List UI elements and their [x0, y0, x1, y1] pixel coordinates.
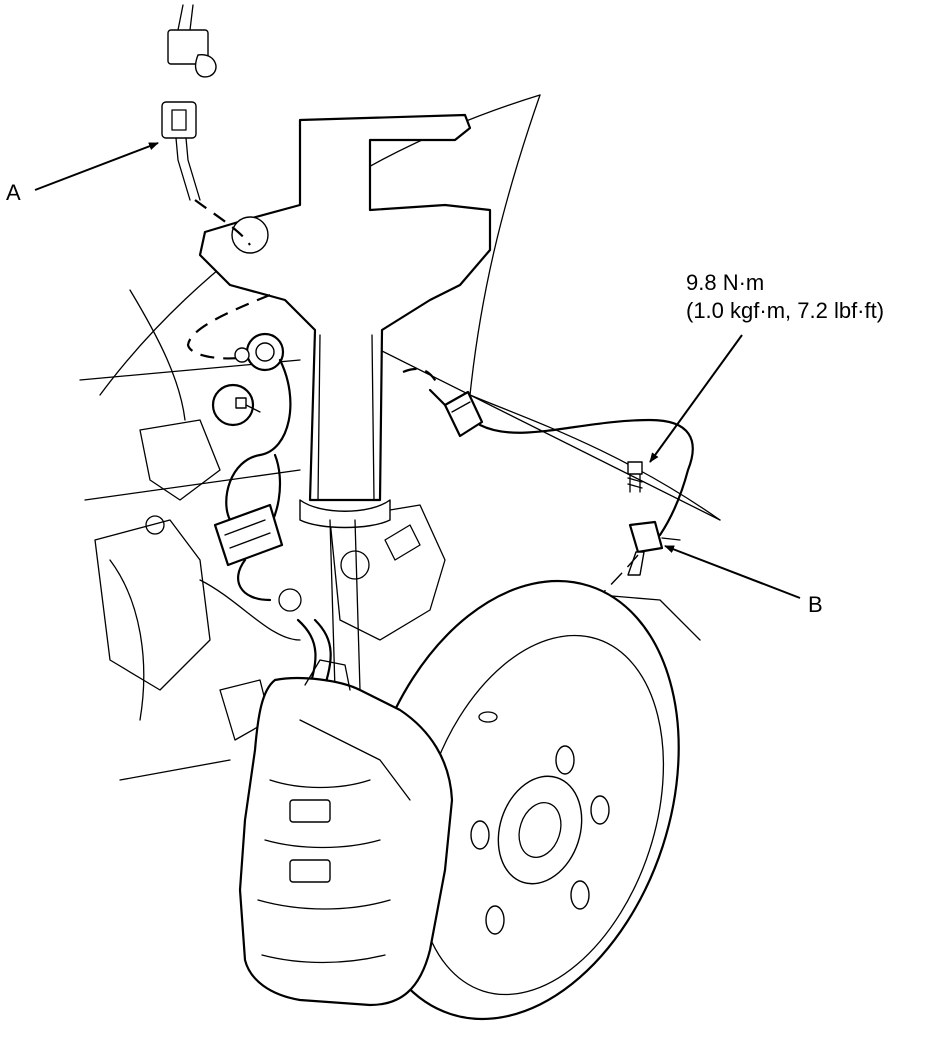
strut-assembly: [198, 113, 492, 691]
wheel-sensor-lead: [428, 388, 694, 537]
sensor-b-and-bolt: [627, 461, 681, 576]
torque-spec-metric: 9.8 N·m: [686, 270, 765, 295]
leader-arrows: [34, 142, 801, 599]
callout-b-arrow: [664, 545, 801, 599]
callout-a-label: A: [6, 180, 21, 205]
brake-caliper: [238, 659, 454, 1007]
callout-a-arrow: [34, 142, 159, 191]
subframe-detail: [94, 419, 446, 741]
harness-dashed-route: [186, 199, 439, 386]
grommets: [211, 332, 285, 427]
callout-b-label: B: [808, 592, 823, 617]
mid-connector: [213, 503, 284, 567]
torque-spec-imperial: (1.0 kgf·m, 7.2 lbf·ft): [686, 298, 885, 323]
brake-disc: [360, 579, 680, 1021]
torque-arrow: [649, 334, 743, 463]
sensor-connector-a: [161, 4, 217, 201]
